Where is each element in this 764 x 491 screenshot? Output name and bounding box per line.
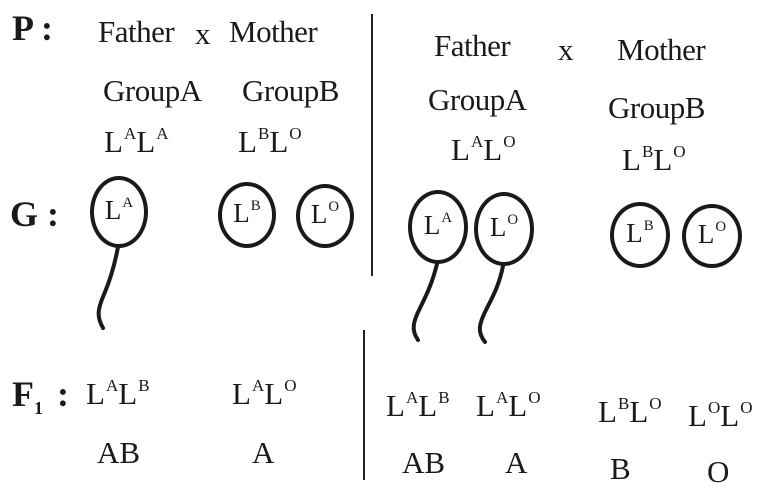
cross2-offspring-4-genotype: LOLO: [688, 398, 753, 433]
cross1-offspring-1-phenotype: AB: [97, 435, 141, 470]
cross1-mother-group: GroupB: [242, 73, 339, 108]
cross1-gamete-egg-LB: LB: [218, 182, 276, 248]
cross1-mother-label: Mother: [229, 14, 318, 49]
cross2-offspring-3-phenotype: B: [610, 451, 631, 486]
cross2-mother-genotype: LBLO: [622, 142, 686, 177]
cross-divider-upper: [371, 14, 373, 276]
cross2-offspring-1-phenotype: AB: [402, 445, 446, 480]
cross2-gamete-egg-LO: LO: [682, 204, 742, 268]
cross1-father-label: Father: [98, 14, 175, 49]
cross1-mother-genotype: LBLO: [238, 124, 302, 159]
cross1-father-group: GroupA: [103, 73, 202, 108]
cross2-father-label: Father: [434, 28, 511, 63]
cross2-gamete-sperm-LA: LA: [408, 190, 468, 264]
cross2-offspring-2-phenotype: A: [505, 445, 528, 480]
cross1-offspring-2-genotype: LALO: [232, 376, 297, 411]
cross1-offspring-1-genotype: LALB: [86, 376, 150, 411]
cross-divider-lower: [363, 330, 365, 480]
cross2-offspring-4-phenotype: O: [707, 454, 730, 489]
cross2-offspring-3-genotype: LBLO: [598, 394, 662, 429]
cross2-offspring-1-genotype: LALB: [386, 388, 450, 423]
cross2-father-group: GroupA: [428, 82, 527, 117]
cross2-sperm-tail-lo: [477, 264, 505, 344]
cross1-gamete-egg-LO: LO: [296, 184, 354, 248]
cross2-offspring-2-genotype: LALO: [476, 388, 541, 423]
cross2-cross-sign: x: [558, 32, 574, 67]
cross2-mother-label: Mother: [617, 32, 706, 67]
f1-label-colon: :: [57, 374, 69, 414]
parents-row-label: P :: [12, 8, 53, 48]
cross2-sperm-tail-la: [411, 262, 439, 342]
f1-label-letter: F: [12, 374, 34, 414]
cross2-father-genotype: LALO: [451, 132, 516, 167]
cross2-gamete-sperm-LO: LO: [474, 192, 534, 266]
cross2-mother-group: GroupB: [608, 90, 705, 125]
cross2-gamete-egg-LB: LB: [610, 202, 670, 268]
cross1-sperm-tail: [96, 245, 120, 330]
f1-label-subscript: 1: [34, 398, 43, 418]
cross1-father-genotype: LALA: [104, 124, 169, 159]
gametes-row-label: G :: [10, 194, 59, 234]
cross1-offspring-2-phenotype: A: [252, 435, 275, 470]
cross1-cross-sign: x: [195, 16, 211, 51]
f1-row-label: F1:: [12, 376, 69, 417]
